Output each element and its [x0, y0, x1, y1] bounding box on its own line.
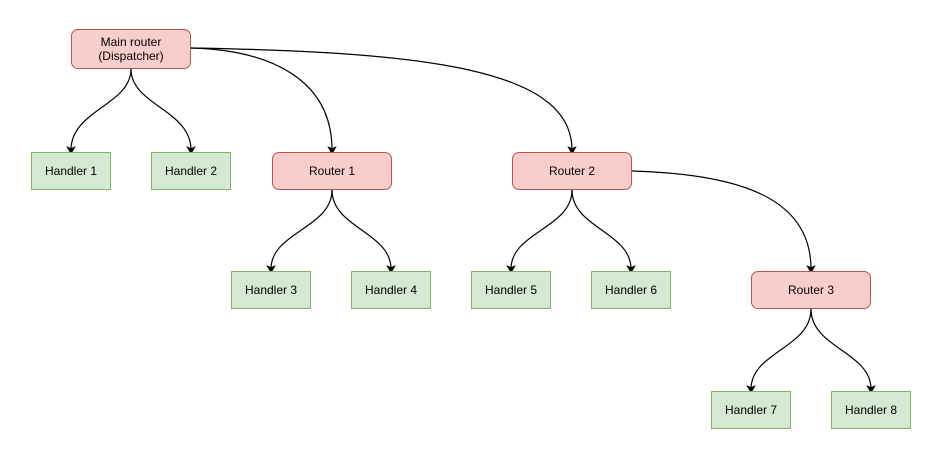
node-handler-1[interactable]: Handler 1: [31, 152, 111, 190]
edge-router-2-to-handler-5: [506, 189, 573, 274]
node-handler-5[interactable]: Handler 5: [471, 271, 551, 309]
edge-router-3-to-handler-7: [746, 308, 812, 394]
node-router-3[interactable]: Router 3: [751, 271, 871, 309]
node-label-handler-3: Handler 3: [244, 283, 298, 297]
node-router-2[interactable]: Router 2: [512, 152, 632, 190]
node-handler-4[interactable]: Handler 4: [351, 271, 431, 309]
node-label-handler-7: Handler 7: [724, 403, 778, 417]
node-label-handler-6: Handler 6: [604, 283, 658, 297]
node-handler-7[interactable]: Handler 7: [711, 391, 791, 429]
node-handler-3[interactable]: Handler 3: [231, 271, 311, 309]
node-label-handler-2: Handler 2: [164, 164, 218, 178]
edge-main-to-router-2: [190, 47, 577, 155]
node-label-router-1: Router 1: [308, 164, 356, 178]
node-label-handler-8: Handler 8: [844, 403, 898, 417]
node-handler-8[interactable]: Handler 8: [831, 391, 911, 429]
node-router-1[interactable]: Router 1: [272, 152, 392, 190]
node-main-router[interactable]: Main router (Dispatcher): [71, 29, 191, 69]
edge-router-2-to-router-3: [631, 170, 816, 274]
edge-router-1-to-handler-4: [331, 189, 396, 274]
node-handler-6[interactable]: Handler 6: [591, 271, 671, 309]
edge-main-to-handler-1: [66, 68, 132, 155]
edge-router-2-to-handler-6: [571, 189, 636, 274]
node-label-handler-4: Handler 4: [364, 283, 418, 297]
node-label-main-router: Main router (Dispatcher): [98, 35, 164, 63]
node-label-handler-1: Handler 1: [44, 164, 98, 178]
edge-router-3-to-handler-8: [810, 308, 876, 394]
node-label-router-3: Router 3: [787, 283, 835, 297]
edge-main-to-handler-2: [130, 68, 196, 155]
node-label-router-2: Router 2: [548, 164, 596, 178]
edges-group: [66, 47, 876, 394]
edge-main-to-router-1: [190, 47, 337, 155]
node-handler-2[interactable]: Handler 2: [151, 152, 231, 190]
edge-router-1-to-handler-3: [266, 189, 333, 274]
node-label-handler-5: Handler 5: [484, 283, 538, 297]
